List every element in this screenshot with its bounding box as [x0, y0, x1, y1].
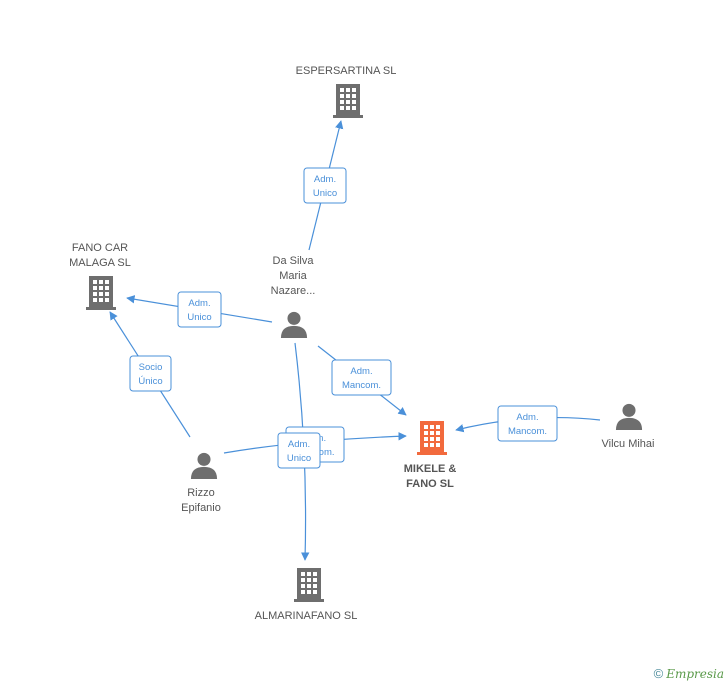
building-icon — [86, 276, 116, 310]
edge-label-line: Adm. — [288, 439, 310, 450]
node-label: Vilcu Mihai — [602, 438, 655, 450]
copyright-icon: © — [653, 666, 664, 681]
person-icon — [615, 403, 643, 430]
node-fano-car[interactable]: FANO CAR MALAGA SL — [69, 242, 131, 310]
edge-label-line: Adm. — [314, 174, 336, 185]
edge-label-line: Mancom. — [342, 380, 381, 391]
node-label: MALAGA SL — [69, 257, 131, 269]
node-label: Epifanio — [181, 502, 221, 514]
edges — [109, 120, 601, 561]
edge-label-line: Unico — [187, 312, 211, 323]
edge-label-e3: Adm. Mancom. — [331, 359, 392, 396]
node-label: FANO SL — [406, 478, 454, 490]
node-da-silva[interactable]: Da Silva Maria Nazare... — [271, 255, 316, 338]
brand-logo: Empresia — [666, 667, 724, 681]
node-mikele[interactable]: MIKELE & FANO SL — [404, 421, 457, 490]
node-label: ESPERSARTINA SL — [296, 65, 397, 77]
edge-label-line: Mancom. — [508, 426, 547, 437]
node-label: FANO CAR — [72, 242, 128, 254]
building-icon — [417, 421, 447, 455]
person-icon — [280, 311, 308, 338]
node-vilcu[interactable]: Vilcu Mihai — [602, 403, 655, 450]
building-icon — [333, 84, 363, 118]
edge-label-e2: Adm. Unico — [177, 291, 222, 328]
edge-label-line: Único — [138, 376, 162, 387]
node-almarinafano[interactable]: ALMARINAFANO SL — [255, 568, 358, 622]
edge-label-e7: Adm. Unico — [277, 432, 321, 469]
edge-label-line: Unico — [313, 188, 337, 199]
node-label: Maria — [279, 270, 307, 282]
edge-label-line: Socio — [139, 362, 163, 373]
node-label: Da Silva — [273, 255, 315, 267]
building-icon — [294, 568, 324, 602]
node-label: ALMARINAFANO SL — [255, 610, 358, 622]
node-label: Rizzo — [187, 487, 215, 499]
edge-label-e1: Adm. Unico — [303, 167, 347, 204]
edge-label-line: Adm. — [188, 298, 210, 309]
edge-label-line: Adm. — [350, 366, 372, 377]
node-label: Nazare... — [271, 285, 316, 297]
edge-label-e4: Adm. Mancom. — [497, 405, 558, 442]
edge-label-e5: Socio Único — [129, 355, 172, 392]
node-rizzo[interactable]: Rizzo Epifanio — [181, 452, 221, 514]
edge-label-line: Unico — [287, 453, 311, 464]
node-label: MIKELE & — [404, 463, 457, 475]
person-icon — [190, 452, 218, 479]
edge-label-line: Adm. — [516, 412, 538, 423]
node-espersartina[interactable]: ESPERSARTINA SL — [296, 65, 397, 118]
footer-brand[interactable]: ©Empresia — [654, 666, 724, 681]
